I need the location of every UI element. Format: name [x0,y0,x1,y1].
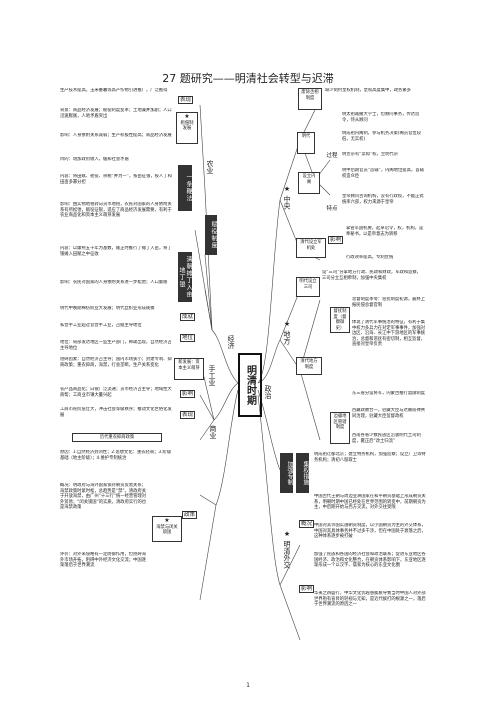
economy-label: 经济 [227,335,235,349]
duhu-text1: 总督制度革零：巡抚制度初源，最终上报民侵总督官制 [352,297,426,308]
qing-local-node: 清代地方制度 [296,357,322,375]
center-node: 明清时期 [238,353,262,417]
process-text3: 明宣宗有“票拟”权，至明代宗 [342,152,399,157]
biancai-text2: 西藏政教合一，驻藏大臣与达赖班禅共同治理，驻藏大臣监督政权 [352,408,426,419]
tiaobian-text1: 目的：增加政府收入，缓和社会矛盾 [60,157,129,162]
tiaobian-node: 一条鞭法 [178,165,192,211]
chancellor-text: 缺少制约皇权机制，皇权高度集中，政务繁多 [325,88,411,93]
tedian-text: 皇帝顾问咨询机构，没有行政权，不能正式统率六部，权力来源于皇帝 [342,194,424,205]
biancai-text1: 东三省分设将军，内蒙古推行盟旗制度 [352,391,426,396]
process-text1: 明太祖裁撤大学士，但顾问事务，传达旨令，侍从顾问 [342,112,420,123]
process-label: 过程 [326,153,338,159]
star-icon: ★ [283,530,291,538]
commerce-text1: 原因：1.自然经济封闭性；2.思想文化：重农轻商；3.阶级基础（地主阶级）；4.… [60,450,172,461]
duhu-text2: 体现了清代军事统治的特征，有利于集中权力多兵力在对定军事事件，加强对边区、沿海、… [352,320,426,348]
handicraft-achievement-text: 明代中晚期棉纺织业大发展；明代丝织业形成规模 [60,306,155,311]
tag-manifest: 表现 [180,411,196,419]
handicraft-text2: 地位：局部发达地区一些生产部门，稀疏出现，自然经济占主导地位 [60,340,172,351]
duhu-node: 督抚制度（督察御史） [330,307,350,333]
chancellor-node: 废除丞相制度 [298,88,322,110]
handicraft-text4: 农产品商品化；白银广泛流通；货币经济占主导；地域性大商帮；工商业市镇大量兴起 [60,387,172,398]
page-title: 27 题研究——明清社会转型与迟滞 [162,72,334,85]
process-text2: 明成祖内阁制，参与机务决策(阁员官位较低，无实权) [342,131,422,142]
policy-node: 历代重农抑商政策 [72,433,162,442]
tag-status: 地位 [180,334,196,342]
foreign-label: ★ 明清外交 [283,530,291,569]
agriculture-label: 农业 [206,160,214,174]
tag-achievement: 成就 [180,313,196,321]
tag-influence: 影响 [299,585,315,593]
tag-impact: 影响 [180,390,196,398]
sansi-text: 设“三司”分掌地方行政、民政和财政，军政和监察，三司分立互相牵制，加强中央集权 [322,270,421,281]
handicraft-text3: 阻碍因素：自然经济占主导；国内市场狭小；封建专制、抑商政策；重农抑商，海禁，行会… [60,357,172,368]
commerce-label: 商业 [209,425,217,439]
qing-central-text2: 行政效率提高，专制宣统 [346,255,394,260]
neige-node: 设立内阁 [298,172,320,194]
tanding-node: 清朝摊丁入亩地丁银 [178,252,192,302]
tiaobian-text2: 内容：将田赋、徭役、杂税“并为一”，按亩征银，按人丁和田亩多寡分担 [60,174,172,185]
commerce-text3: 评价：对外来侵略有一定防御作用，但阻碍海外市场开拓，阻碍中外经济文化交流；中国逐… [60,552,146,569]
tedian-label: 特点 [326,206,338,212]
biancai-node: 边疆地区管辖制度 [330,412,350,444]
foreign-text3: 加强了民族和各国的经济社会和政治联系；促进东亚地区各国经济、政治和文化整合，在朝… [314,552,426,569]
tanding-text2: 影响：农民对国家的人身依附关系进一步松弛；人口膨胀 [60,280,168,285]
star-icon: ★ [184,113,190,120]
sansi-node: 明代设立三司 [296,277,320,297]
capitalism-node: 新发展：资本主义萌芽 [174,358,204,380]
tag-qing-central: 影响 [328,236,344,244]
rent-text2: 影响：人身依附关系减弱；生产积极性提高；商品经济发展 [60,133,172,138]
rent-label: 租佃制发展 [180,120,194,132]
handicraft-label: 手工业 [208,365,216,386]
agri-expression-text: 生产技术提高，玉米番薯等高产作物引进推广，广泛推得 [60,88,168,93]
star-icon: ★ [283,185,291,193]
biancai-text3: 西南各省少数民族区沿袭明代土司制度，雍正后“改土归流” [352,433,421,444]
foreign-text2: 中国对其邻国实施朝贡制度，以小国朝贡为主的外交体系，中国对其具体事务并不过多干涉… [314,523,426,540]
junjichu-node: 清代设立军机处 [296,238,326,258]
central-label: ★ 中央 [283,185,291,210]
process-text4: 明中后期官员“首辅”，内阁地位提高，首辅权造众臣 [342,168,424,179]
star-icon: ★ [164,517,170,524]
jiquan-node: 集权措施 [296,453,309,493]
haijin-node: ★ 海禁与闭关锁国 [152,516,182,542]
qing-central-text1: 掌管军国机要，起草诏令，权，机构，是奉秘书，以是帝意志为转移 [346,226,424,237]
tag-expression: 表现 [178,96,194,104]
tiaobian-text3: 影响：由实物地租转向货币地租，农民对国家的人身依附关系有所松弛，赋役征银，适应了… [60,202,172,219]
tanding-text1: 内容：以康熙五十年为基数，雍正时推行了摊丁入亩，将丁银摊入田赋之中征收 [60,246,172,257]
commerce-text2: 概况：明政府与海外国家保持朝贡贸易关系；海禁政策时紧时松，总趋势是“禁”。清政府… [60,483,147,511]
tag-policy: 政策 [182,511,198,519]
rent-text1: 背景：商品经济发展；赋役制度变革；土地兼并加剧；人口迅速膨胀，人地矛盾突出 [60,108,172,119]
handicraft-text5: 工商市民阶层壮大，冲击社会等级秩序；推动文化世俗化发展 [60,407,172,418]
tag-overview: 概况 [299,520,315,528]
page-number: 1 [246,682,250,689]
haijin-label: 海禁与闭关锁国 [156,524,178,536]
ming-central-node: 明代 [297,132,315,154]
fuyi-node: 赋役制度 [205,215,217,255]
autocracy-node: 加强专制 [280,453,293,493]
autocracy-text: 明成祖迁都北京；建立特务机构，加强监察；设立厂卫等特务机构；清初八股取士 [314,452,426,463]
star-icon: ★ [283,320,291,328]
foreign-text1: 中国古代王朝与周边亚洲国家在和平朝贡基础上形成朝贡关系，明朝时期中国已经处在世界… [314,494,426,511]
foreign-text4: 华夷之辨盛行，中华文化优越感膨胀导致当时中国人对外部世界抱有盲目的轻视与无知，是… [314,591,426,608]
handicraft-text1: 私营手工业超过官营手工业，占据主导地位 [60,323,142,328]
politics-label: 政治 [264,385,272,399]
rent-node: ★ 租佃制发展 [176,112,198,144]
local-label: ★ 地方 [283,320,291,345]
